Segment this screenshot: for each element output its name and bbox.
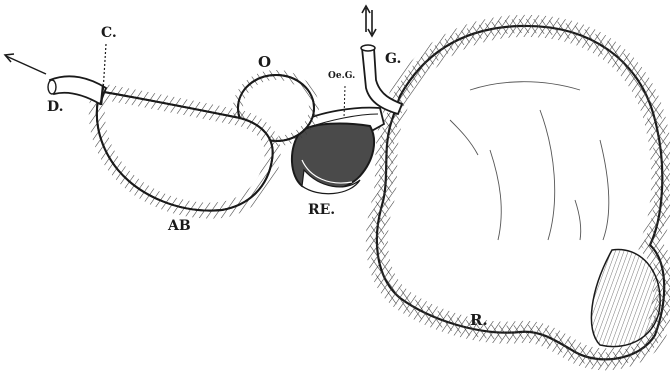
label-d: D. <box>47 100 64 114</box>
label-c: C. <box>101 26 117 40</box>
label-re: RE. <box>308 203 335 217</box>
label-ab: AB <box>168 219 191 233</box>
label-o: O <box>258 55 271 70</box>
double-arrow-icon <box>362 6 376 36</box>
label-r: R. <box>470 313 488 328</box>
label-oeg: Oe.G. <box>328 72 355 81</box>
outgoing-arrow-icon <box>5 54 46 74</box>
rumen-chamber <box>377 26 664 359</box>
label-g: G. <box>385 52 401 66</box>
